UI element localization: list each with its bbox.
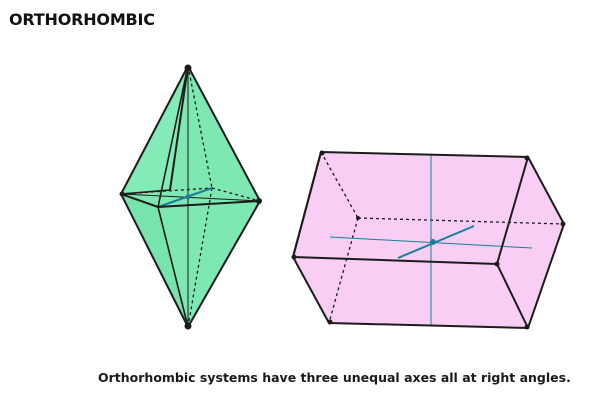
bipyramid-vertex: [184, 64, 192, 72]
prism-body: [293, 152, 564, 328]
bipyramid-vertex: [119, 191, 125, 197]
bipyramid-depth-axis: [157, 187, 213, 208]
prism-vertex: [494, 261, 500, 267]
bipyramid-hidden-edge: [211, 187, 261, 202]
bipyramid-hidden-edge: [187, 65, 213, 189]
prism-front-edge: [292, 151, 322, 258]
prism-hidden-edge: [357, 217, 565, 225]
prism-hidden-edge: [320, 151, 359, 219]
bipyramid-front-edge: [157, 65, 189, 208]
prism-front-edge: [292, 256, 498, 265]
figure-caption: Orthorhombic systems have three unequal …: [98, 370, 571, 385]
prism-vertex: [356, 216, 360, 220]
bipyramid-front-edge: [157, 206, 189, 328]
bipyramid-vertex: [256, 198, 262, 204]
bipyramid-equator: [120, 193, 261, 209]
bipyramid-front-edge: [120, 189, 171, 195]
prism-vertex: [524, 155, 530, 161]
prism-vertex: [319, 150, 325, 156]
prism-center: [430, 239, 436, 245]
prism-vertex: [291, 254, 297, 260]
prism-front-edge: [496, 263, 529, 329]
orthorhombic-prism: [291, 150, 566, 330]
prism-vertex: [560, 221, 566, 227]
prism-front-edge: [496, 156, 529, 265]
prism-vertex: [327, 319, 333, 325]
orthorhombic-bipyramid: [119, 64, 262, 330]
page-title: ORTHORHOMBIC: [9, 10, 155, 29]
bipyramid-horizontal-axis: [120, 193, 261, 202]
bipyramid-center: [185, 194, 191, 200]
bipyramid-vertex: [184, 322, 192, 330]
bipyramid-front-edge: [169, 65, 189, 191]
prism-hidden-edge: [328, 217, 359, 324]
prism-vertex: [524, 324, 530, 330]
